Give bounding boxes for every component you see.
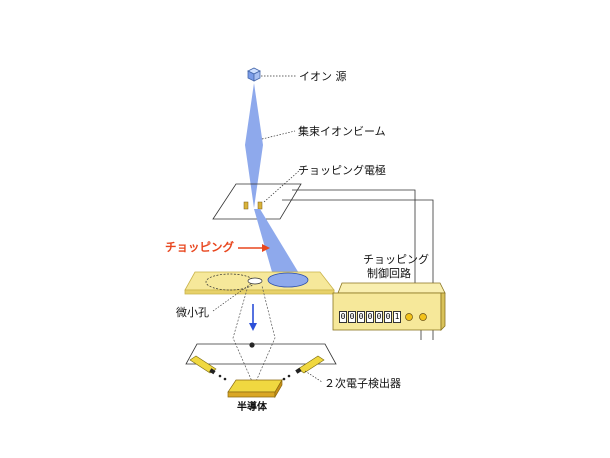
focused-ion-beam (245, 83, 263, 208)
control-circuit-label-line2: 制御回路 (367, 267, 411, 280)
counter-digit: 0 (339, 311, 347, 323)
micro-hole-leader (212, 282, 253, 312)
control-circuit-label-line1: チョッピング (363, 253, 429, 266)
counter-digit: 1 (393, 311, 401, 323)
counter-digit: 0 (366, 311, 374, 323)
counter-display: 0 0 0 0 0 0 1 (339, 311, 401, 323)
counter-digit: 0 (375, 311, 383, 323)
detector-leader (304, 370, 323, 383)
electrode-pair (243, 201, 263, 210)
chopping-electrode-label: チョッピング電極 (298, 164, 386, 177)
micro-hole (247, 277, 263, 285)
chopping-label: チョッピング (165, 240, 234, 254)
semiconductor-label: 半導体 (237, 402, 267, 413)
deflected-beam (254, 209, 300, 275)
down-arrow-icon (249, 304, 257, 331)
right-arrow-icon (238, 244, 270, 252)
focused-beam-leader (261, 130, 296, 140)
secondary-detector-left (189, 355, 227, 381)
detector-plane (185, 343, 337, 365)
counter-digit: 0 (357, 311, 365, 323)
output-terminal-1 (405, 313, 413, 321)
micro-hole-label: 微小孔 (176, 306, 209, 319)
counter-digit: 0 (384, 311, 392, 323)
secondary-detector-right (282, 355, 325, 381)
counter-digit: 0 (348, 311, 356, 323)
deflected-beam-spot (267, 272, 309, 288)
output-terminal-2 (419, 313, 427, 321)
semiconductor-block (227, 378, 283, 399)
ion-particle (249, 342, 255, 348)
focused-beam-label: 集束イオンビーム (298, 125, 386, 138)
ion-source-label: イオン 源 (299, 70, 347, 83)
ion-source-cube (247, 67, 261, 82)
chopping-electrode-plate (212, 183, 302, 220)
beam-path-below (232, 285, 276, 387)
chopping-electrode-leader (263, 169, 301, 203)
secondary-detector-label: ２次電子検出器 (324, 377, 401, 390)
